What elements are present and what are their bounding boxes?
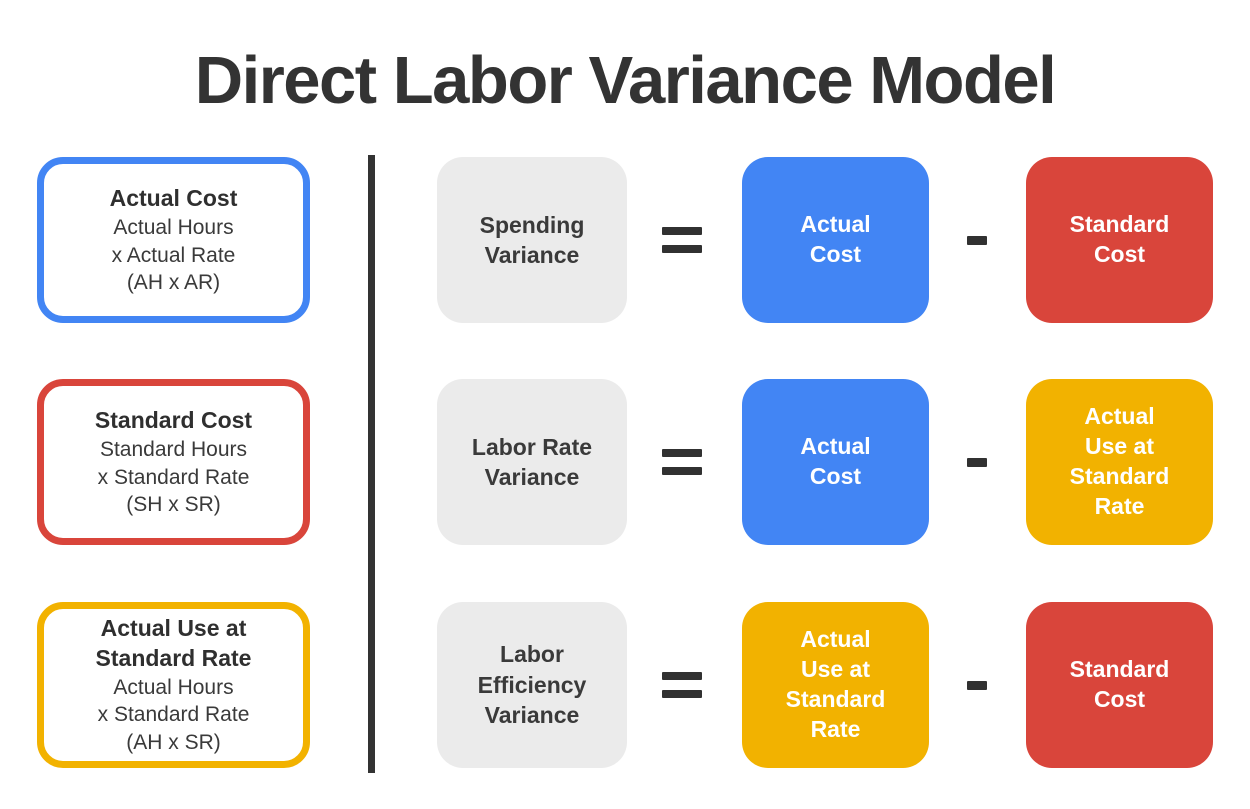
definition-heading: Actual Cost xyxy=(109,184,238,211)
vertical-divider xyxy=(368,155,375,773)
minus-icon xyxy=(967,236,987,245)
minus-icon xyxy=(967,458,987,467)
equals-icon xyxy=(662,449,702,475)
equals-icon xyxy=(662,672,702,698)
equals-icon xyxy=(662,227,702,253)
definition-heading: Standard Cost xyxy=(94,406,253,433)
page-title: Direct Labor Variance Model xyxy=(194,43,1057,118)
minus-icon xyxy=(967,681,987,690)
